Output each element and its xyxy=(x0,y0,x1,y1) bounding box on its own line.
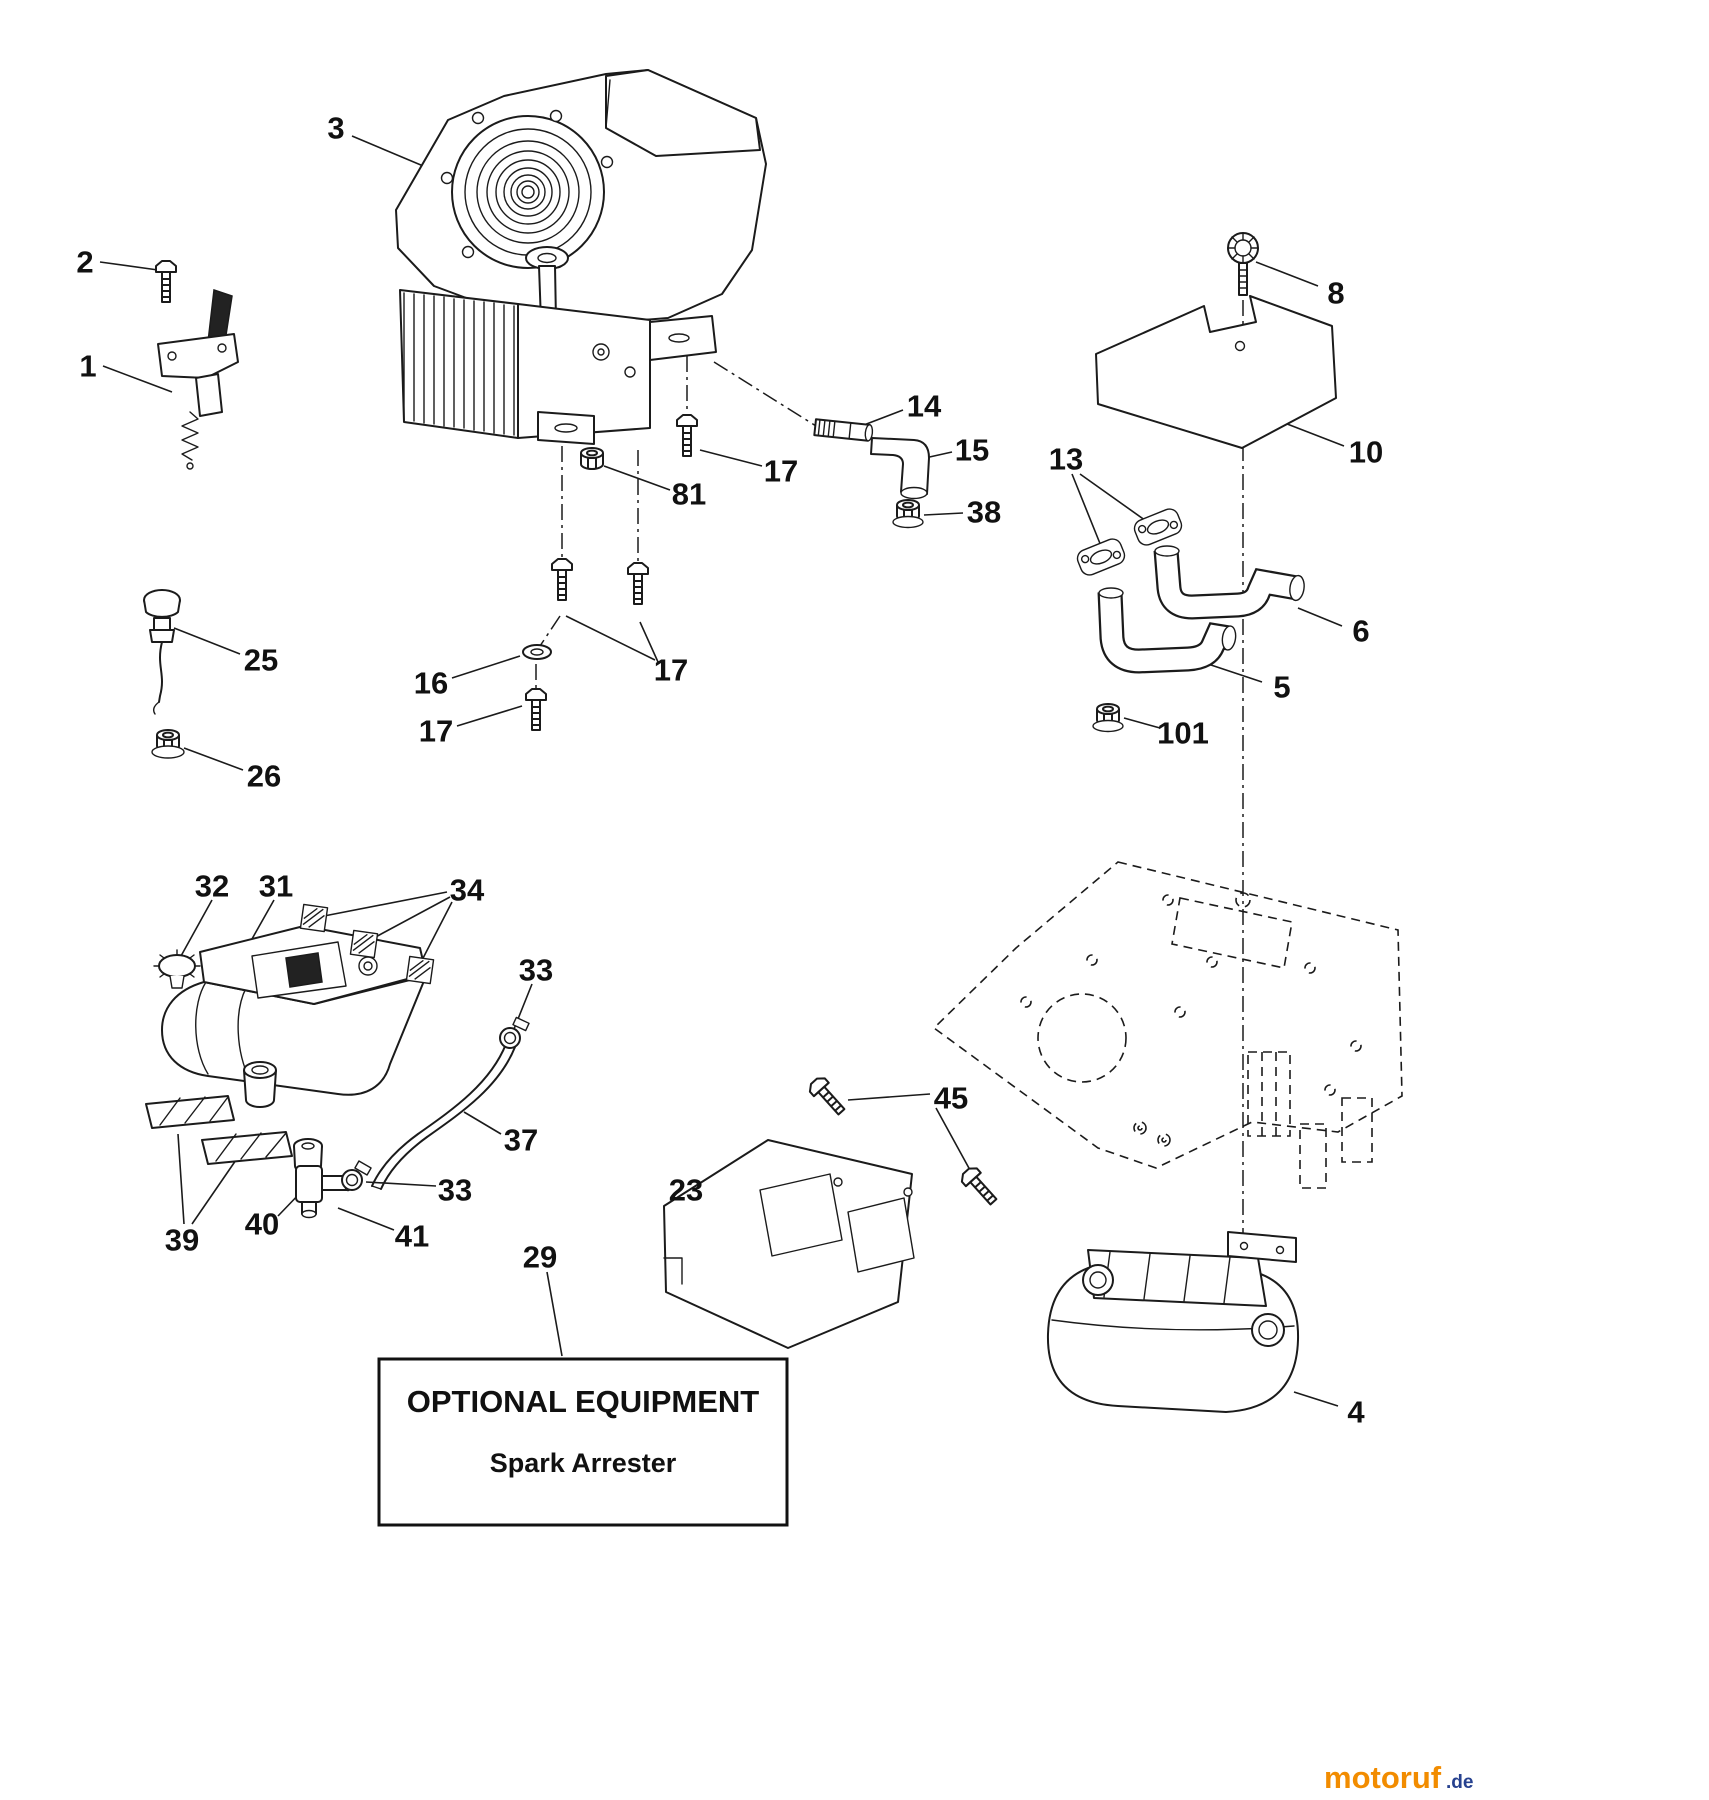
callout-25: 25 xyxy=(244,643,278,678)
filler-neck xyxy=(243,1061,277,1108)
leader-lines xyxy=(99,135,1345,1407)
callout-16: 16 xyxy=(414,666,448,701)
callout-6: 6 xyxy=(1352,614,1369,649)
bolt-17-left xyxy=(551,558,573,601)
callout-45: 45 xyxy=(934,1081,968,1116)
fuel-tank-31 xyxy=(161,925,427,1108)
callout-17: 17 xyxy=(419,714,453,749)
callout-40: 40 xyxy=(245,1207,279,1242)
bolt-17-mid xyxy=(627,562,649,605)
callout-17: 17 xyxy=(654,653,688,688)
callout-14: 14 xyxy=(907,389,942,424)
spark-arrester-label: Spark Arrester xyxy=(490,1448,677,1478)
bolt-17-lower xyxy=(525,688,547,731)
watermark: motoruf .de xyxy=(1324,1760,1473,1795)
callout-3: 3 xyxy=(327,111,344,146)
callout-15: 15 xyxy=(955,433,989,468)
callout-5: 5 xyxy=(1273,670,1290,705)
callout-34: 34 xyxy=(450,873,485,908)
exhaust-pipe-5 xyxy=(1097,587,1237,674)
nut-38 xyxy=(892,499,924,529)
watermark-tld: .de xyxy=(1446,1772,1473,1793)
callout-2: 2 xyxy=(76,245,93,280)
foam-pads-39 xyxy=(145,1095,293,1165)
fuel-line-37 xyxy=(371,1043,516,1190)
callout-33: 33 xyxy=(438,1173,472,1208)
callout-101: 101 xyxy=(1157,716,1209,751)
optional-equipment-box: OPTIONAL EQUIPMENT Spark Arrester xyxy=(377,1357,789,1527)
watermark-brand: motoruf xyxy=(1324,1760,1442,1795)
chassis-reference-outline xyxy=(932,861,1403,1189)
fuel-cap-32 xyxy=(153,949,201,989)
callout-31: 31 xyxy=(259,869,293,904)
hose-clamp-33-upper xyxy=(499,1016,530,1049)
callout-17: 17 xyxy=(764,454,798,489)
callout-8: 8 xyxy=(1327,276,1344,311)
nut-26 xyxy=(151,729,185,759)
callout-33: 33 xyxy=(519,953,553,988)
callout-81: 81 xyxy=(672,477,706,512)
fitting-14 xyxy=(813,418,874,442)
optional-equipment-heading: OPTIONAL EQUIPMENT xyxy=(407,1384,760,1419)
throttle-control xyxy=(157,288,239,470)
cooling-fins xyxy=(399,289,519,439)
recoil-starter-housing xyxy=(440,109,614,269)
callout-37: 37 xyxy=(504,1123,538,1158)
washer-16 xyxy=(522,644,552,660)
callout-41: 41 xyxy=(395,1219,429,1254)
choke-cable xyxy=(158,641,163,703)
callout-13: 13 xyxy=(1049,442,1083,477)
bracket-plate-23 xyxy=(663,1139,915,1349)
callout-4: 4 xyxy=(1347,1395,1365,1430)
callout-10: 10 xyxy=(1349,435,1383,470)
elbow-15 xyxy=(870,437,930,500)
hose-clamp-33-lower xyxy=(341,1160,372,1191)
bolt-2 xyxy=(155,260,177,303)
muffler-4 xyxy=(1046,1231,1300,1413)
exhaust-pipe-6 xyxy=(1153,545,1305,620)
heat-shield-10 xyxy=(1095,295,1337,449)
callout-39: 39 xyxy=(165,1223,199,1258)
flange-bolt-8 xyxy=(1227,232,1259,296)
callout-1: 1 xyxy=(79,349,96,384)
choke-control xyxy=(143,589,181,715)
nut-101 xyxy=(1092,703,1124,733)
nut-81 xyxy=(580,447,604,470)
callout-38: 38 xyxy=(967,495,1001,530)
callout-29: 29 xyxy=(523,1240,557,1275)
bolt-17-right xyxy=(676,414,698,457)
callout-32: 32 xyxy=(195,869,229,904)
centerlines xyxy=(535,300,1244,1246)
throttle-spring xyxy=(181,411,199,461)
muffler-bracket xyxy=(1227,1231,1297,1263)
engine-assembly xyxy=(395,69,767,445)
callout-23: 23 xyxy=(669,1173,703,1208)
callout-26: 26 xyxy=(247,759,281,794)
engine-block xyxy=(517,303,717,445)
